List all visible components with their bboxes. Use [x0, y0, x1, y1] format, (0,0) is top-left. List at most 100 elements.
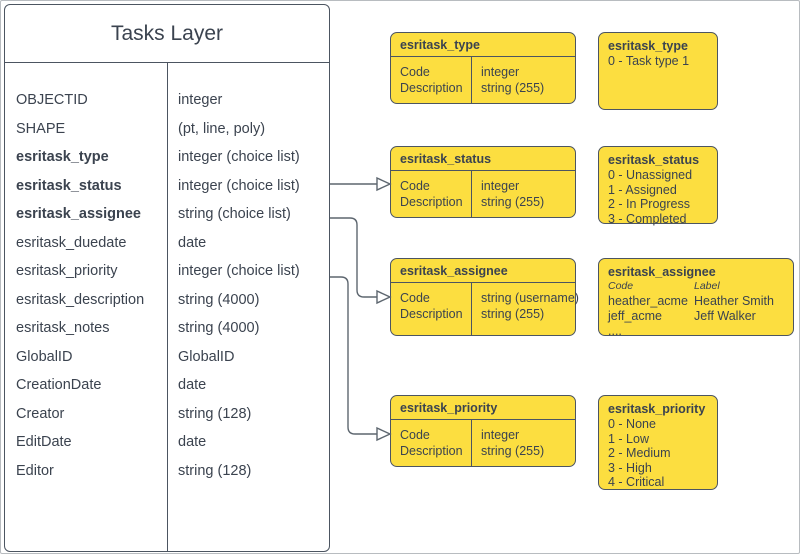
value-col-header-code: Code	[608, 280, 634, 292]
field-row[interactable]: Editor string (128)	[5, 463, 329, 492]
field-name: CreationDate	[16, 377, 102, 393]
field-name: esritask_description	[16, 291, 145, 308]
domain-right-line: string (255)	[481, 443, 545, 458]
value-columns-header: Code Label	[608, 280, 784, 294]
domain-header-esritask-type: esritask_type	[391, 33, 575, 57]
value-box-title: esritask_status	[608, 153, 700, 167]
value-label: Jeff Walker	[694, 309, 756, 323]
field-name: esritask_type	[16, 149, 109, 165]
domain-right-line: integer	[481, 428, 520, 442]
value-line: 3 - Completed	[608, 211, 687, 226]
field-name: EditDate	[16, 434, 72, 450]
domain-left-cell: Code Description	[400, 428, 463, 459]
domain-box-esritask-status[interactable]: esritask_status Code Description integer…	[390, 146, 576, 218]
field-type: date	[178, 377, 207, 393]
value-label: Heather Smith	[694, 294, 774, 308]
value-line: 4 - Critical	[608, 475, 665, 489]
value-line: 0 - Task type 1	[608, 54, 690, 68]
domain-right-line: string (255)	[481, 306, 545, 321]
field-type: integer (choice list)	[178, 177, 300, 194]
field-name: esritask_notes	[16, 320, 110, 336]
field-name: esritask_assignee	[16, 206, 141, 222]
field-row[interactable]: esritask_duedate date	[5, 235, 329, 264]
field-name: Editor	[16, 462, 54, 479]
field-name: esritask_status	[16, 177, 122, 194]
field-row[interactable]: EditDate date	[5, 434, 329, 463]
page-title: Tasks Layer	[5, 5, 329, 63]
value-box-title: esritask_assignee	[608, 265, 716, 279]
field-name: GlobalID	[16, 348, 73, 365]
field-row[interactable]: esritask_notes string (4000)	[5, 320, 329, 349]
field-row[interactable]: esritask_type integer (choice list)	[5, 149, 329, 178]
domain-left-cell: Code Description	[400, 179, 463, 210]
domain-left-line: Code	[400, 428, 430, 442]
domain-right-line: string (255)	[481, 194, 545, 209]
value-line: 2 - Medium	[608, 446, 671, 460]
value-box-esritask-status[interactable]: esritask_status 0 - Unassigned 1 - Assig…	[598, 146, 718, 226]
domain-right-cell: integer string (255)	[481, 179, 544, 210]
value-line: 1 - Low	[608, 431, 649, 446]
field-row[interactable]: GlobalID GlobalID	[5, 349, 329, 378]
field-type: string (128)	[178, 462, 252, 479]
field-type: integer	[178, 92, 223, 108]
value-line: 2 - In Progress	[608, 197, 690, 211]
domain-right-line: integer	[481, 179, 520, 193]
field-row[interactable]: esritask_description string (4000)	[5, 292, 329, 321]
field-row[interactable]: SHAPE(pt, line, poly)	[5, 121, 329, 150]
value-pair-row: jeff_acme Jeff Walker	[608, 309, 784, 324]
value-box-title: esritask_type	[608, 39, 688, 53]
domain-body-esritask-status: Code Description integer string (255)	[391, 171, 575, 217]
field-row[interactable]: esritask_status integer (choice list)	[5, 178, 329, 207]
field-type: integer (choice list)	[178, 149, 300, 165]
field-name: esritask_priority	[16, 263, 118, 279]
domain-column-divider	[471, 283, 473, 335]
field-type: date	[178, 234, 207, 251]
value-line: 0 - Unassigned	[608, 168, 693, 182]
domain-body-esritask-assignee: Code Description string (username) strin…	[391, 283, 579, 335]
domain-left-cell: Code Description	[400, 65, 463, 96]
field-row[interactable]: esritask_priority integer (choice list)	[5, 263, 329, 292]
value-code: jeff_acme	[608, 309, 662, 323]
domain-column-divider	[471, 57, 473, 103]
field-type: string (4000)	[178, 291, 260, 308]
value-line: 0 - None	[608, 417, 656, 431]
field-row[interactable]: CreationDate date	[5, 377, 329, 406]
domain-box-esritask-assignee[interactable]: esritask_assignee Code Description strin…	[390, 258, 579, 336]
domain-header-esritask-priority: esritask_priority	[391, 396, 575, 420]
field-type: GlobalID	[178, 348, 235, 365]
value-code: heather_acme	[608, 294, 688, 308]
domain-left-line: Code	[400, 65, 430, 79]
domain-column-divider	[471, 420, 473, 466]
column-divider	[167, 63, 168, 551]
field-row[interactable]: esritask_assignee string (choice list)	[5, 206, 329, 235]
value-line: 3 - High	[608, 460, 652, 475]
value-box-esritask-priority[interactable]: esritask_priority 0 - None 1 - Low 2 - M…	[598, 395, 718, 490]
domain-left-line: Description	[400, 306, 463, 321]
value-line: 1 - Assigned	[608, 182, 677, 197]
domain-box-esritask-priority[interactable]: esritask_priority Code Description integ…	[390, 395, 576, 467]
field-name: Creator	[16, 405, 65, 422]
domain-right-cell: integer string (255)	[481, 65, 544, 96]
field-type: date	[178, 434, 207, 450]
domain-left-line: Description	[400, 80, 463, 95]
field-type: (pt, line, poly)	[178, 120, 266, 137]
domain-left-line: Description	[400, 443, 463, 458]
field-name: esritask_duedate	[16, 234, 127, 251]
value-pair-row: heather_acme Heather Smith	[608, 294, 784, 309]
domain-header-esritask-assignee: esritask_assignee	[391, 259, 575, 283]
value-box-esritask-type[interactable]: esritask_type 0 - Task type 1	[598, 32, 718, 110]
field-type: string (choice list)	[178, 206, 291, 222]
domain-right-cell: string (username) string (255)	[481, 291, 579, 322]
value-box-esritask-assignee[interactable]: esritask_assignee Code Label heather_acm…	[598, 258, 794, 338]
field-type: string (4000)	[178, 320, 260, 336]
value-ellipsis: ....	[608, 324, 622, 338]
domain-box-esritask-type[interactable]: esritask_type Code Description integer s…	[390, 32, 576, 104]
field-type: integer (choice list)	[178, 263, 300, 279]
